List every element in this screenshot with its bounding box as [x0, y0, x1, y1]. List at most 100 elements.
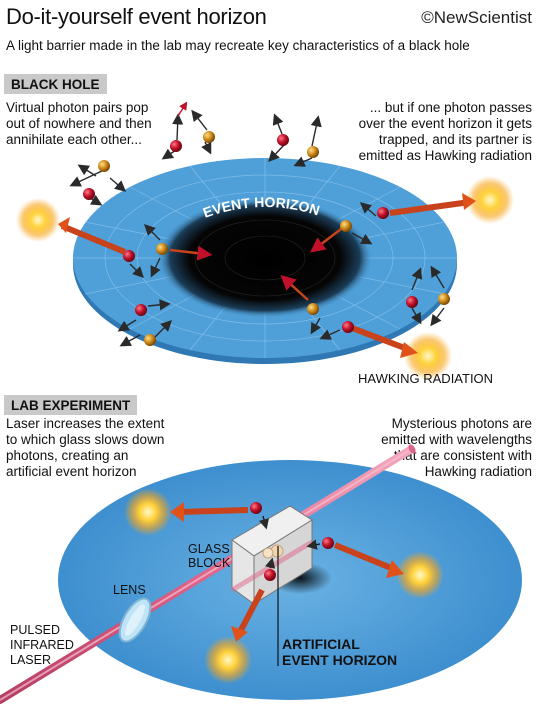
motion-arrow	[144, 224, 161, 241]
lens-label: LENS	[113, 583, 146, 597]
emission-arrow	[60, 223, 127, 255]
caption-line: Hawking radiation	[424, 464, 532, 479]
flare-icon	[204, 636, 252, 684]
photon-orange	[307, 146, 319, 158]
motion-arrow	[119, 334, 141, 347]
page-subtitle: A light barrier made in the lab may recr…	[6, 38, 470, 53]
caption-line: to which glass slows down	[6, 432, 165, 447]
caption-line: that are consistent with	[393, 448, 532, 463]
laser-beam	[0, 444, 416, 704]
caption-line: annihilate each other...	[6, 132, 142, 147]
flare-icon	[466, 176, 514, 224]
flare-icon	[124, 488, 172, 536]
motion-arrow	[293, 156, 313, 167]
motion-arrow	[147, 299, 171, 311]
flare-icon	[16, 198, 60, 242]
lab-left-caption: Laser increases the extent to which glas…	[6, 416, 164, 480]
lab-flares	[124, 488, 444, 684]
emission-arrowhead	[400, 342, 418, 358]
photon-red	[250, 502, 262, 514]
emission-arrow	[389, 199, 471, 216]
lab-right-caption: Mysterious photons are emitted with wave…	[381, 416, 532, 480]
emission-arrowhead	[462, 193, 476, 210]
photon-red	[406, 296, 418, 308]
emission-arrowhead	[170, 502, 184, 522]
caption-line: photons, creating an	[6, 448, 129, 463]
photon-pair-origin	[262, 547, 274, 559]
caption-line: Mysterious photons are	[391, 416, 532, 431]
motion-arrow	[359, 202, 377, 217]
motion-arrow	[272, 113, 284, 135]
hawking-flares	[16, 176, 514, 380]
caption-line: artificial event horizon	[6, 464, 137, 479]
hawking-arrows	[58, 193, 476, 358]
motion-arrow	[117, 319, 137, 332]
motion-arrow	[177, 101, 188, 117]
motion-arrow	[351, 232, 373, 245]
caption-line: Laser increases the extent	[6, 416, 165, 431]
motion-arrow	[258, 515, 269, 530]
motion-arrow	[310, 317, 322, 335]
trapped-arrow	[169, 245, 213, 261]
caption-line: ... but if one photon passes	[369, 100, 532, 115]
motion-arrow	[306, 539, 321, 550]
emission-arrow	[177, 507, 249, 515]
artificial-event-horizon-label: ARTIFICIAL EVENT HORIZON	[282, 636, 397, 668]
photon-red	[170, 140, 182, 152]
new-scientist-logo: ©NewScientist	[421, 8, 532, 27]
emission-arrowhead	[386, 560, 404, 578]
motion-arrow	[129, 263, 144, 278]
photon-red	[322, 537, 334, 549]
photon-orange	[98, 160, 110, 172]
motion-arrow	[310, 115, 322, 147]
photon-orange	[438, 293, 450, 305]
caption-line: out of nowhere and then	[6, 116, 152, 131]
photon-orange	[156, 243, 168, 255]
photon-orange	[307, 303, 319, 315]
motion-arrow	[109, 177, 127, 192]
caption-line: emitted with wavelengths	[381, 432, 532, 447]
photon-orange	[340, 220, 352, 232]
emission-arrow	[350, 325, 412, 353]
emission-arrow	[333, 542, 398, 573]
photon-red	[277, 134, 289, 146]
caption-line: over the event horizon it gets	[358, 116, 532, 131]
photon-pairs	[69, 101, 445, 347]
photon-red	[123, 250, 135, 262]
photon-orange	[144, 334, 156, 346]
motion-arrow	[69, 169, 105, 187]
lab-emission-arrows	[170, 502, 404, 642]
photons	[83, 131, 450, 346]
emission-arrowhead	[58, 217, 70, 233]
caption-line: Virtual photon pairs pop	[6, 100, 149, 115]
motion-arrow	[430, 307, 445, 327]
photon-red	[377, 207, 389, 219]
trapped-arrow	[280, 274, 309, 301]
motion-arrow	[430, 265, 445, 289]
motion-arrow	[268, 144, 285, 163]
photon-red	[264, 569, 276, 581]
hawking-radiation-label: HAWKING RADIATION	[358, 371, 493, 386]
caption-line: trapped, and its partner is	[378, 132, 532, 147]
motion-arrow	[150, 257, 161, 278]
caption-line: emitted as Hawking radiation	[358, 148, 532, 163]
photon-orange	[203, 131, 215, 143]
flare-icon	[404, 332, 452, 380]
trapped-arrow	[310, 225, 346, 253]
black-hole-right-caption: ... but if one photon passes over the ev…	[359, 100, 532, 164]
lab-photons	[258, 515, 321, 569]
motion-arrow	[265, 557, 276, 569]
emission-arrow	[237, 588, 265, 634]
motion-arrow	[411, 267, 423, 291]
pulsed-laser-label: PULSED INFRARED LASER	[10, 623, 77, 667]
lens-icon	[118, 597, 152, 643]
emission-arrowhead	[231, 626, 248, 642]
motion-arrow	[410, 307, 422, 325]
black-hole-center	[157, 198, 373, 318]
glass-block-label: GLASS BLOCK	[188, 542, 233, 570]
flare-icon	[396, 551, 444, 599]
black-hole-left-caption: Virtual photon pairs pop out of nowhere …	[6, 100, 152, 148]
page-title: Do-it-yourself event horizon	[6, 4, 267, 29]
motion-arrow	[191, 109, 208, 131]
